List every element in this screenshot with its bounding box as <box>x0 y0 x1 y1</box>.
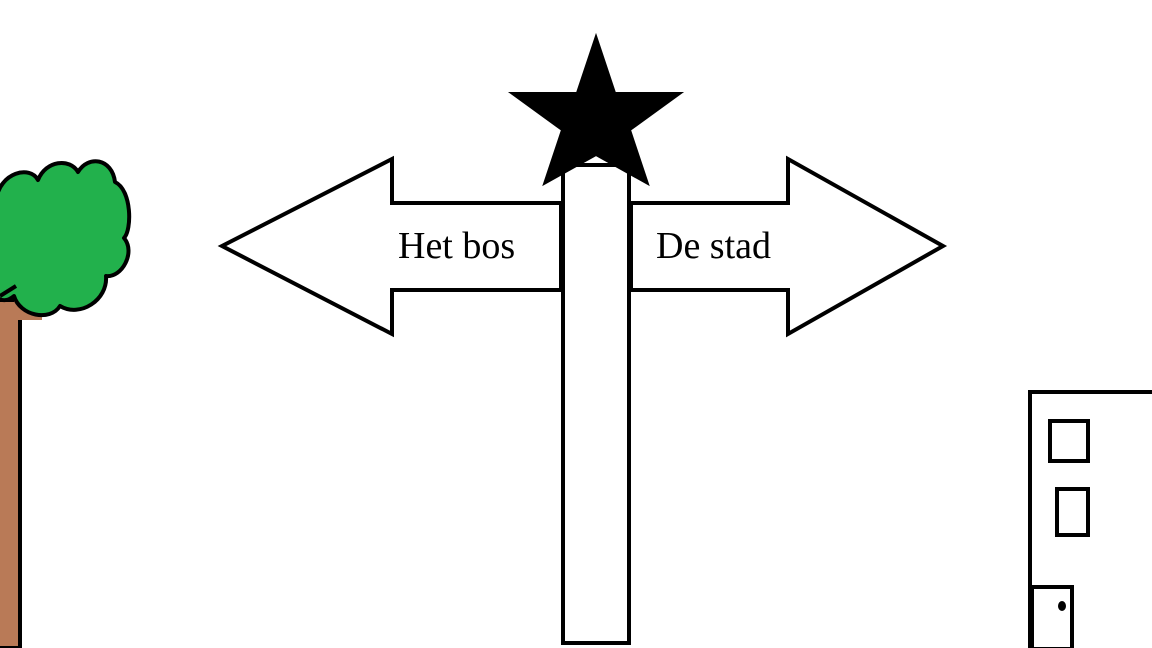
signpost-pole <box>561 163 631 645</box>
building-door[interactable] <box>1030 585 1074 648</box>
tree[interactable] <box>0 159 132 648</box>
building-window-upper <box>1048 419 1090 463</box>
tree-trunk <box>0 298 22 648</box>
building[interactable] <box>1028 390 1152 648</box>
tree-foliage <box>0 159 132 317</box>
sign-right-arrow[interactable] <box>629 155 948 338</box>
star-icon <box>507 32 685 187</box>
door-knob <box>1058 601 1066 611</box>
sign-left-label: Het bos <box>398 225 515 267</box>
signpost[interactable]: Het bos De stad <box>217 32 948 645</box>
sign-right-label: De stad <box>656 225 771 267</box>
sign-left-arrow[interactable] <box>217 155 563 338</box>
tree-trunk-fork <box>0 284 18 298</box>
building-window-lower <box>1055 487 1090 537</box>
